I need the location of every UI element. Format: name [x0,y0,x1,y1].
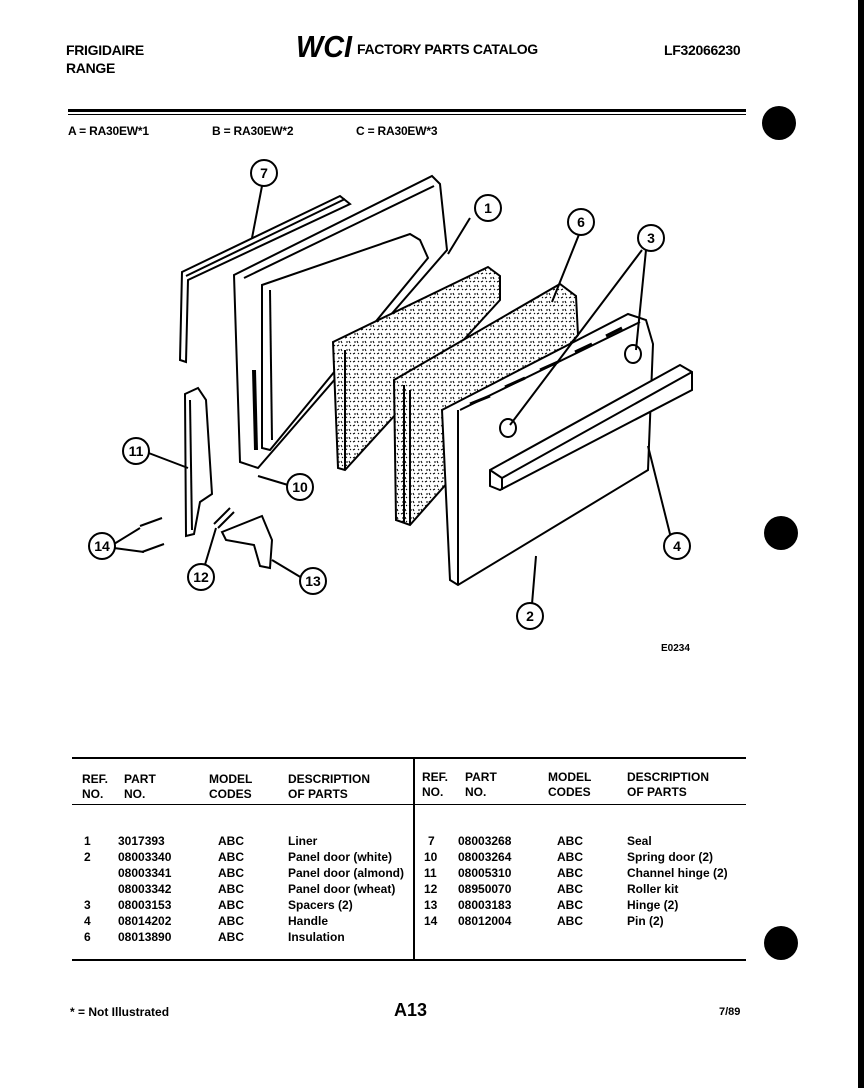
model-code-b: B = RA30EW*2 [212,124,294,138]
callout-10: 10 [286,473,314,501]
page-number: A13 [394,1000,428,1020]
figure-code: E0234 [661,643,690,654]
footnote: * = Not Illustrated [70,1005,170,1019]
callout-13: 13 [299,567,327,595]
binder-hole-bottom [764,926,798,960]
binder-hole-top [762,106,796,140]
hinge-part [220,514,274,570]
callout-7: 7 [250,159,278,187]
model-code-a: A = RA30EW*1 [68,124,149,138]
header-ref-left: REF.NO. [82,772,109,801]
callout-14: 14 [88,532,116,560]
header-rule-thin [68,114,746,115]
table-top-rule [72,757,746,759]
catalog-number: LF32066230 [664,42,741,58]
brand-name: FRIGIDAIRE [66,42,144,58]
svg-text:13: 13 [305,573,321,589]
catalog-title: FACTORY PARTS CATALOG [357,41,538,57]
callout-4: 4 [663,532,691,560]
model-code-c: C = RA30EW*3 [356,124,438,138]
callout-1: 1 [474,194,502,222]
channel-hinge-part [183,386,214,538]
table-column-divider [413,758,415,960]
svg-text:1: 1 [484,200,492,216]
svg-text:2: 2 [526,608,534,624]
product-type: RANGE [66,60,116,76]
table-header-rule [72,804,746,805]
table-bottom-rule [72,959,746,961]
handle-part [489,363,693,492]
seal-part [178,194,352,364]
exploded-door-diagram: 7 1 6 3 11 10 14 12 13 4 2 E0234 [88,159,693,654]
roller-part [213,507,235,529]
svg-text:3: 3 [647,230,655,246]
svg-text:11: 11 [129,443,144,459]
header-ref-right: REF.NO. [422,770,449,799]
wci-logo: WCI [294,29,354,64]
svg-text:12: 12 [193,569,209,585]
logo-text: WCI [296,30,353,62]
binder-hole-middle [764,516,798,550]
callout-11: 11 [122,437,150,465]
callout-12: 12 [187,563,215,591]
callout-3: 3 [637,224,665,252]
svg-text:14: 14 [94,538,110,554]
liner-part [232,174,449,470]
svg-text:6: 6 [577,214,585,230]
svg-text:7: 7 [260,165,268,181]
header-rule [68,109,746,112]
svg-text:4: 4 [673,538,681,554]
svg-text:10: 10 [292,479,308,495]
callout-2: 2 [516,602,544,630]
revision-date: 7/89 [719,1006,741,1018]
pin-parts [139,517,165,553]
callout-6: 6 [567,208,595,236]
